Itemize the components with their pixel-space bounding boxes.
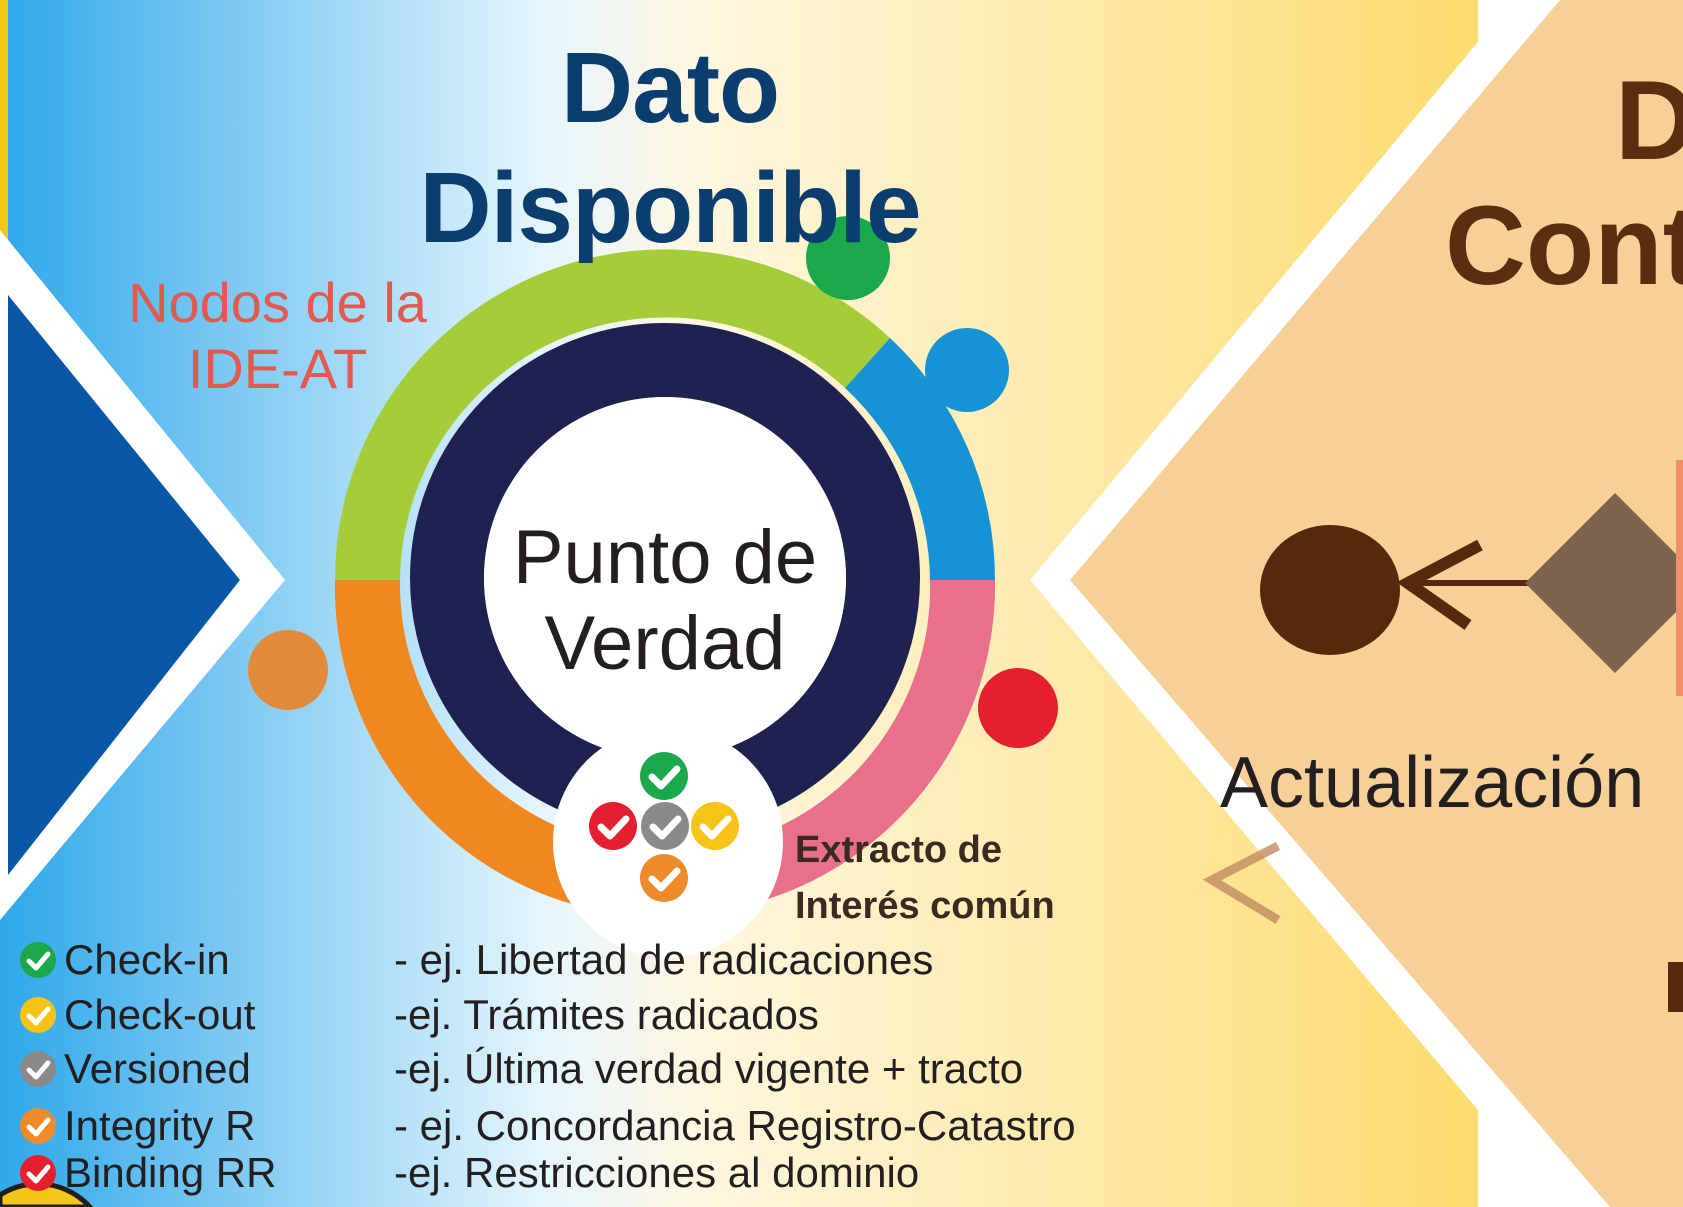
blue-chevron <box>8 295 240 875</box>
right-title-line-1: D <box>1615 58 1683 183</box>
title-line-1: Dato <box>560 32 780 144</box>
right-diamond <box>1525 493 1683 673</box>
long-arrow-head-left-icon <box>1202 841 1281 924</box>
legend-name: Check-out <box>64 991 256 1038</box>
node-dot-blue <box>925 328 1009 412</box>
legend-description: - ej. Concordancia Registro-Catastro <box>394 1102 1076 1149</box>
nodes-label-line-1: Nodos de la <box>128 271 427 334</box>
title-line-2: Disponible <box>419 152 921 264</box>
ring-segment-orange <box>334 580 595 905</box>
check-circle-green-icon <box>20 942 56 978</box>
ring-segment-blue <box>845 338 996 580</box>
legend-row: Binding RR -ej. Restricciones al dominio <box>18 1146 919 1200</box>
legend-name: Binding RR <box>64 1149 277 1196</box>
right-title-line-2: Cont <box>1445 183 1683 308</box>
right-fragment <box>1668 962 1683 1012</box>
legend-row: Versioned -ej. Última verdad vigente + t… <box>18 1042 1023 1096</box>
legend-row: Check-in - ej. Libertad de radicaciones <box>18 933 933 987</box>
center-disc <box>484 397 846 759</box>
check-gray-icon <box>641 802 689 850</box>
right-orange-bar <box>1676 460 1683 696</box>
legend-name: Versioned <box>64 1045 251 1092</box>
arrow-head-left-icon <box>1396 539 1483 630</box>
check-circle-yellow-icon <box>20 997 56 1033</box>
node-dot-orange <box>248 630 328 710</box>
extract-label-line-1: Extracto de <box>795 829 1002 871</box>
legend-description: -ej. Última verdad vigente + tracto <box>394 1045 1024 1092</box>
right-dark-circle <box>1260 525 1400 655</box>
legend-description: -ej. Restricciones al dominio <box>394 1149 920 1196</box>
legend-name: Check-in <box>64 936 230 983</box>
legend-row: Integrity R - ej. Concordancia Registro-C… <box>18 1099 1076 1153</box>
node-dot-red <box>978 668 1058 748</box>
edge-strip-yellow <box>0 0 8 320</box>
legend-description: - ej. Libertad de radicaciones <box>394 936 934 983</box>
nodes-label-line-2: IDE-AT <box>187 337 368 400</box>
check-cluster <box>589 752 739 902</box>
ring-segment-green <box>334 249 890 580</box>
check-circle-gray-icon <box>20 1051 56 1087</box>
legend-name: Integrity R <box>64 1102 256 1149</box>
check-yellow-icon <box>691 802 739 850</box>
check-circle-orange-icon <box>20 1108 56 1144</box>
check-orange-icon <box>640 854 688 902</box>
ring-segment-pink <box>745 580 996 900</box>
check-circle-red-icon <box>20 1155 56 1191</box>
legend-row: Check-out -ej. Trámites radicados <box>18 988 819 1042</box>
right-caption: Actualización <box>1220 743 1645 823</box>
legend-description: -ej. Trámites radicados <box>394 991 819 1038</box>
center-label-line-2: Verdad <box>544 601 786 686</box>
node-dot-green <box>806 216 890 300</box>
check-red-icon <box>589 802 637 850</box>
check-green-icon <box>640 752 688 800</box>
center-label-line-1: Punto de <box>512 515 818 600</box>
extract-label-line-2: Interés común <box>795 885 1055 927</box>
